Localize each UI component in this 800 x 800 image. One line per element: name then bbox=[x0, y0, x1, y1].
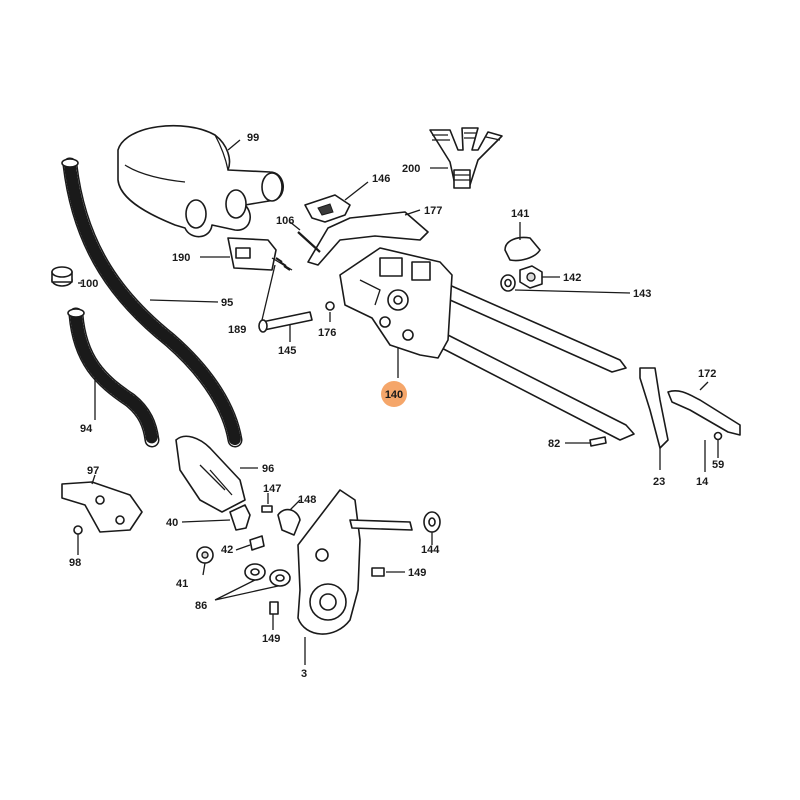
label-14: 14 bbox=[696, 476, 709, 488]
label-40: 40 bbox=[166, 517, 178, 529]
part-147-screw bbox=[261, 505, 273, 513]
part-177-arm bbox=[307, 211, 429, 266]
part-98-screw bbox=[73, 525, 83, 535]
label-23: 23 bbox=[653, 476, 665, 488]
label-142: 142 bbox=[563, 272, 581, 284]
part-42-pin bbox=[249, 535, 265, 551]
part-59-screw bbox=[713, 431, 723, 441]
part-172-lever bbox=[667, 390, 741, 436]
label-98: 98 bbox=[69, 557, 81, 569]
highlight-140-marker[interactable] bbox=[381, 381, 407, 407]
part-148-clip bbox=[277, 508, 301, 536]
label-140[interactable]: 140 bbox=[385, 389, 403, 401]
label-100: 100 bbox=[80, 278, 98, 290]
part-41-nut bbox=[196, 546, 214, 564]
label-143: 143 bbox=[633, 288, 651, 300]
label-200: 200 bbox=[402, 163, 420, 175]
part-97-nozzle bbox=[61, 481, 143, 533]
part-40-latch bbox=[229, 504, 251, 531]
label-141: 141 bbox=[511, 208, 529, 220]
part-149-screw-a bbox=[371, 567, 385, 577]
label-176: 176 bbox=[318, 327, 336, 339]
label-149-a: 149 bbox=[408, 567, 426, 579]
label-106: 106 bbox=[276, 215, 294, 227]
label-94: 94 bbox=[80, 423, 93, 435]
part-176-clip bbox=[325, 301, 335, 311]
label-189: 189 bbox=[228, 324, 246, 336]
part-86-washers bbox=[244, 563, 291, 587]
label-177: 177 bbox=[424, 205, 442, 217]
label-172: 172 bbox=[698, 368, 716, 380]
part-106-pin bbox=[297, 231, 321, 253]
label-86: 86 bbox=[195, 600, 207, 612]
label-3: 3 bbox=[301, 668, 307, 680]
label-82: 82 bbox=[548, 438, 560, 450]
label-144: 144 bbox=[421, 544, 440, 556]
label-147: 147 bbox=[263, 483, 281, 495]
label-59: 59 bbox=[712, 459, 724, 471]
leader-lines bbox=[77, 139, 719, 665]
part-200-manifold bbox=[429, 127, 503, 189]
label-96: 96 bbox=[262, 463, 274, 475]
part-140-main-body bbox=[339, 247, 635, 441]
label-97: 97 bbox=[87, 465, 99, 477]
part-94-hose bbox=[67, 307, 160, 448]
label-42: 42 bbox=[221, 544, 233, 556]
label-146: 146 bbox=[372, 173, 390, 185]
part-142-nut bbox=[519, 265, 543, 289]
part-145-bolt bbox=[258, 311, 313, 333]
part-labels: 99 200 146 177 106 141 190 142 100 143 9… bbox=[69, 132, 724, 680]
part-143-washer bbox=[500, 274, 516, 292]
label-149-b: 149 bbox=[262, 633, 280, 645]
part-96-cover bbox=[175, 435, 246, 513]
part-82-screw bbox=[589, 436, 607, 447]
part-99-boot bbox=[117, 124, 284, 238]
label-99: 99 bbox=[247, 132, 259, 144]
part-146-bracket bbox=[304, 194, 351, 223]
part-23-bracket bbox=[639, 367, 669, 449]
part-141-knob bbox=[504, 236, 541, 262]
label-148: 148 bbox=[298, 494, 316, 506]
part-95-hose bbox=[61, 157, 243, 448]
label-95: 95 bbox=[221, 297, 233, 309]
part-190-switch bbox=[227, 237, 293, 271]
label-190: 190 bbox=[172, 252, 190, 264]
label-41: 41 bbox=[176, 578, 188, 590]
part-100-grommet bbox=[51, 266, 73, 287]
part-149-screw-b bbox=[269, 601, 279, 615]
label-145: 145 bbox=[278, 345, 296, 357]
part-3-housing bbox=[297, 489, 441, 635]
